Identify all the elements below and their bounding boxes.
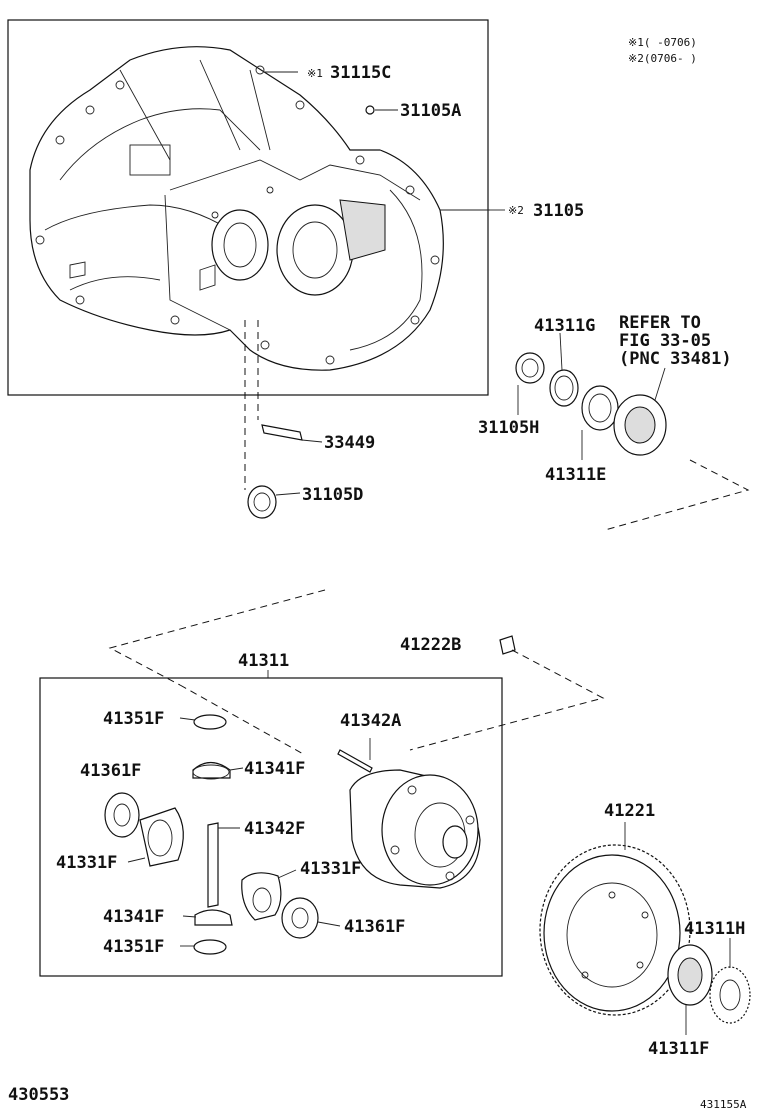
label-41351f-top[interactable]: 41351F: [103, 709, 164, 729]
diagram-id: 430553: [8, 1085, 69, 1105]
label-41222b[interactable]: 41222B: [400, 635, 461, 655]
figure-code: 431155A: [700, 1098, 747, 1111]
label-41311[interactable]: 41311: [238, 651, 289, 671]
label-41341f-bottom[interactable]: 41341F: [103, 907, 164, 927]
refer-line-2: FIG 33-05: [619, 331, 711, 351]
note-2: ※2(0706- ): [628, 52, 697, 65]
part-33449-shape: [261, 424, 303, 441]
label-41311e[interactable]: 41311E: [545, 465, 606, 485]
refer-line-1: REFER TO: [619, 313, 701, 333]
differential-case-drawing: [349, 769, 481, 889]
label-31115c-mark: ※1: [307, 67, 323, 80]
label-41341f-top[interactable]: 41341F: [244, 759, 305, 779]
label-31105h[interactable]: 31105H: [478, 418, 539, 438]
refer-line-3: (PNC 33481): [619, 349, 732, 369]
label-33449[interactable]: 33449: [324, 433, 375, 453]
transmission-case-drawing: [29, 46, 444, 371]
label-41331f-left[interactable]: 41331F: [56, 853, 117, 873]
note-1: ※1( -0706): [628, 36, 697, 49]
label-41342a[interactable]: 41342A: [340, 711, 401, 731]
label-31115c[interactable]: 31115C: [330, 63, 391, 83]
label-41221[interactable]: 41221: [604, 801, 655, 821]
label-41331f-right[interactable]: 41331F: [300, 859, 361, 879]
seal-31105d-shape: [247, 485, 277, 519]
label-41311h[interactable]: 41311H: [684, 919, 745, 939]
label-31105a[interactable]: 31105A: [400, 101, 461, 121]
housing-frame: [7, 19, 489, 396]
label-41311f[interactable]: 41311F: [648, 1039, 709, 1059]
label-41342f[interactable]: 41342F: [244, 819, 305, 839]
bolt-41222b-shape: [499, 635, 516, 655]
plug-31105a-shape: [365, 105, 375, 115]
label-31105-mark: ※2: [508, 204, 524, 217]
label-31105[interactable]: 31105: [533, 201, 584, 221]
label-31105d[interactable]: 31105D: [302, 485, 363, 505]
label-41351f-bottom[interactable]: 41351F: [103, 937, 164, 957]
label-41361f-left[interactable]: 41361F: [80, 761, 141, 781]
ring-gear-41221-drawing: [539, 844, 691, 1016]
bearing-group-drawing: [515, 352, 667, 456]
differential-frame: [39, 677, 503, 977]
label-41361f-right[interactable]: 41361F: [344, 917, 405, 937]
label-41311g[interactable]: 41311G: [534, 316, 595, 336]
